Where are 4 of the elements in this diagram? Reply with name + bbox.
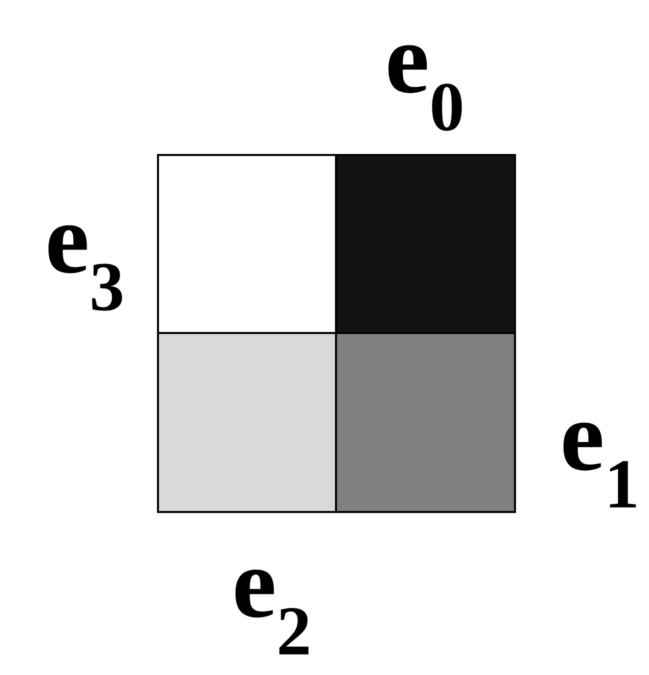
axis-label: e$_{3}$ [48, 225, 122, 311]
axis-label: e$_{2}$ [235, 570, 308, 654]
axis-label: e$_{0}$ [388, 45, 462, 131]
axis-label: e$_{1}$ [563, 422, 636, 508]
